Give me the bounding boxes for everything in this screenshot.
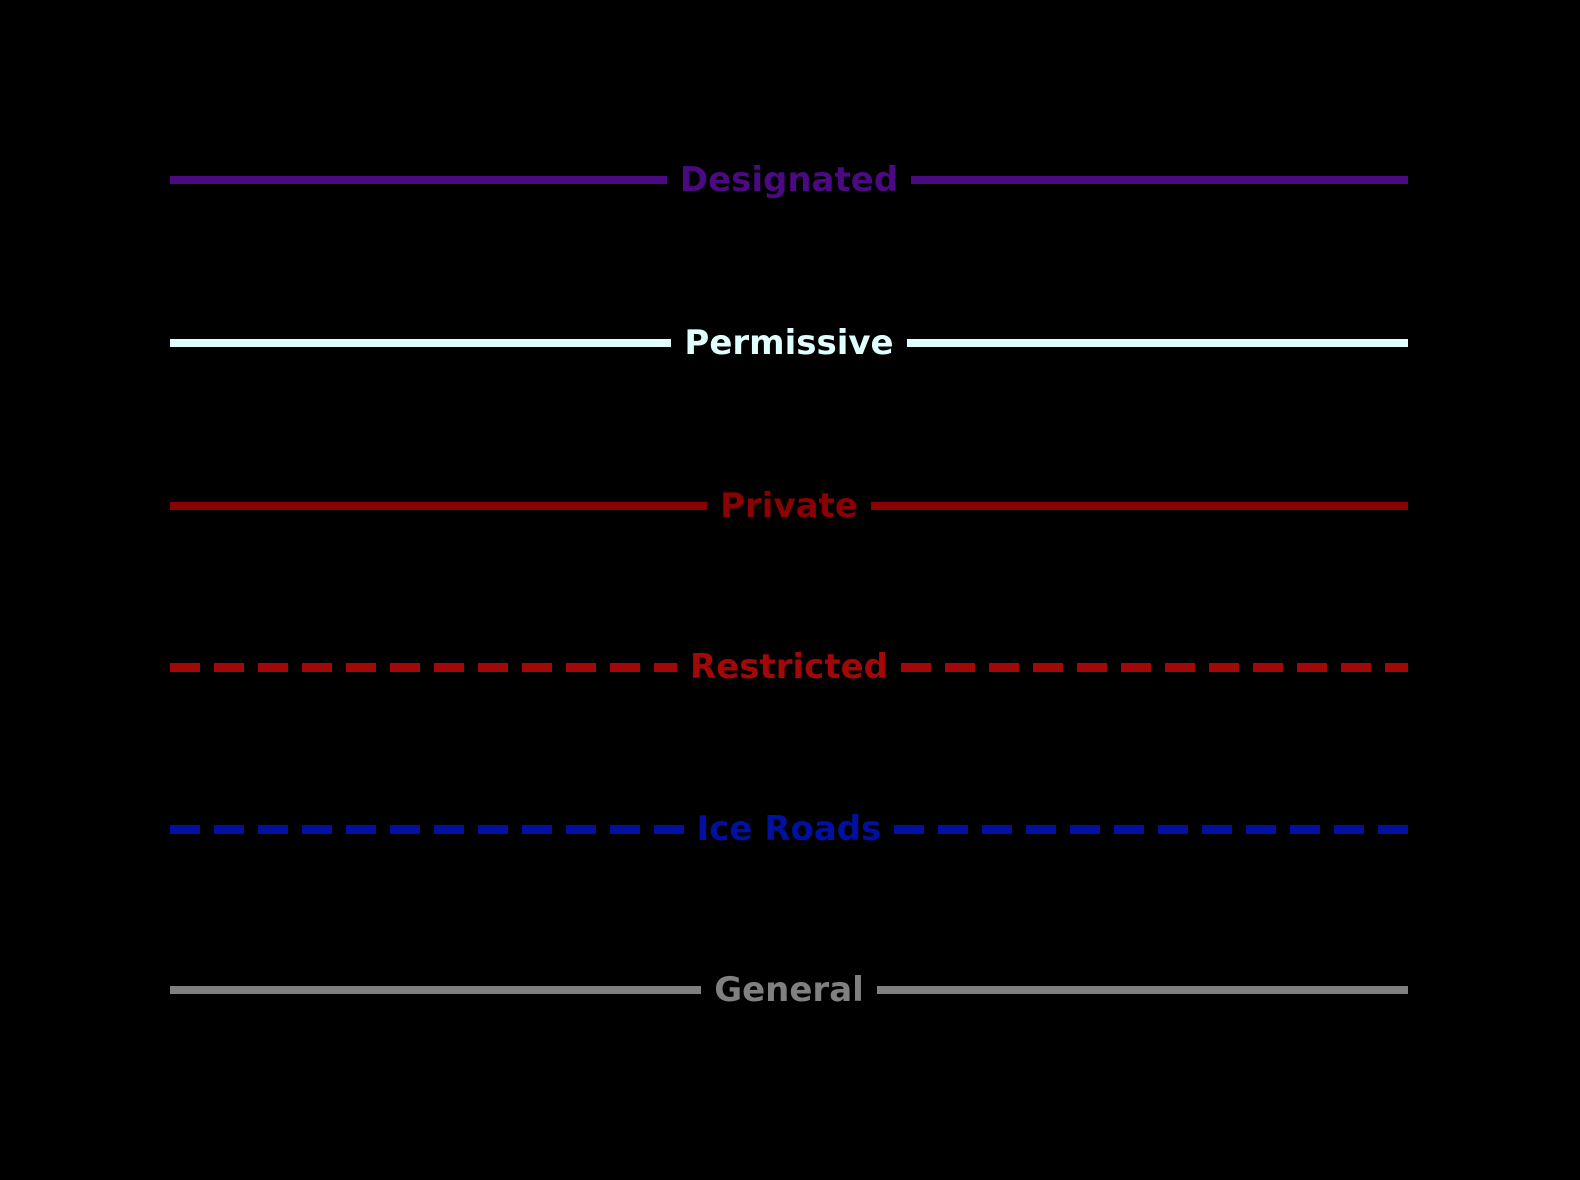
line-segment-left <box>170 824 684 834</box>
legend-row-general: General <box>170 966 1409 1014</box>
legend-label-designated: Designated <box>679 160 899 200</box>
line-segment-right <box>900 662 1408 672</box>
legend-row-ice-roads: Ice Roads <box>170 805 1409 853</box>
legend-row-private: Private <box>170 482 1409 530</box>
legend-label-ice-roads: Ice Roads <box>696 809 882 849</box>
line-segment-left <box>170 176 667 184</box>
legend-label-restricted: Restricted <box>690 647 888 687</box>
line-segment-left <box>170 339 672 347</box>
line-segment-right <box>906 339 1408 347</box>
line-segment-right <box>894 824 1409 834</box>
line-segment-left <box>170 502 708 510</box>
legend-row-permissive: Permissive <box>170 319 1408 367</box>
legend-label-private: Private <box>720 486 858 526</box>
line-segment-right <box>876 986 1409 994</box>
line-segment-left <box>170 662 678 672</box>
legend-row-designated: Designated <box>170 156 1408 204</box>
line-segment-left <box>170 986 702 994</box>
line-segment-right <box>911 176 1408 184</box>
legend-row-restricted: Restricted <box>170 643 1408 691</box>
line-segment-right <box>870 502 1409 510</box>
legend-label-permissive: Permissive <box>684 323 894 363</box>
legend-label-general: General <box>714 970 864 1010</box>
